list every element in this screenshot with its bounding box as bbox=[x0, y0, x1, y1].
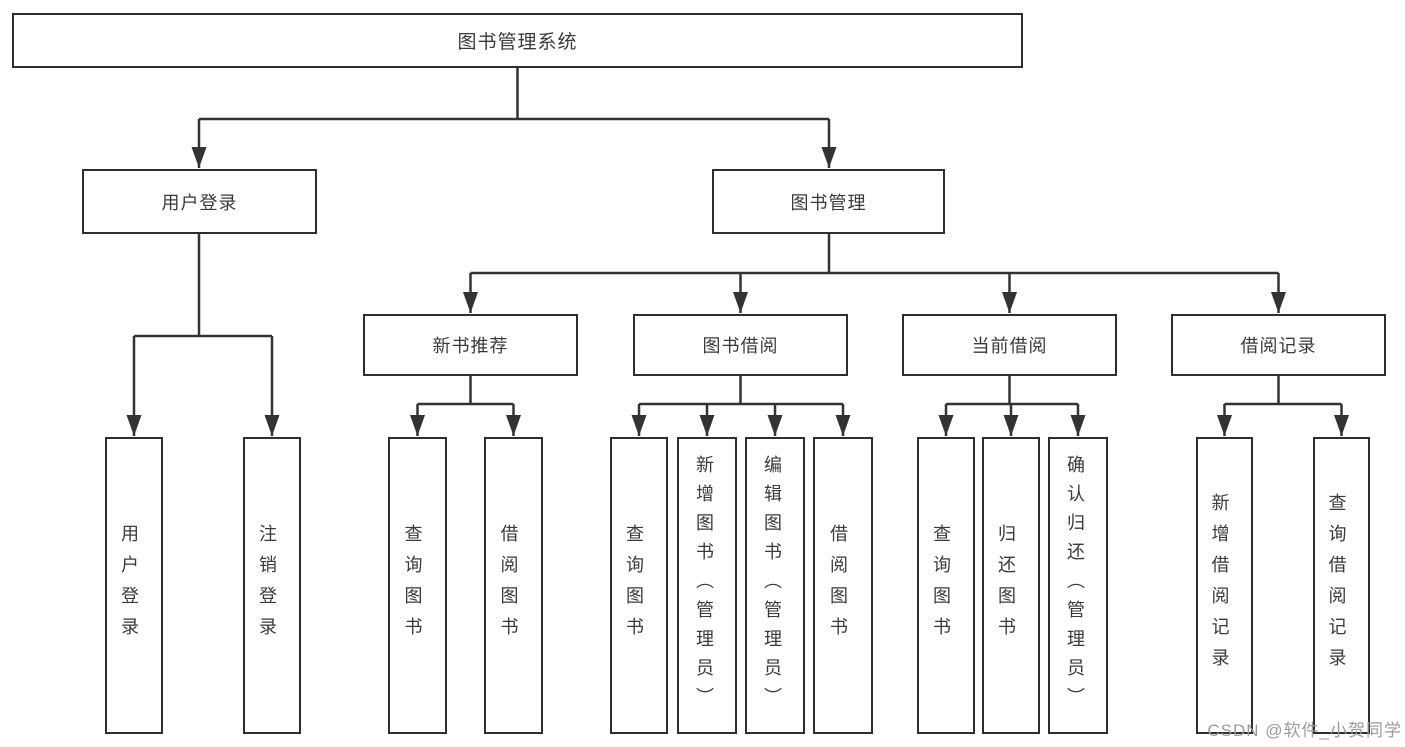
node-borrow-borrow-books: 借阅图书 bbox=[813, 437, 873, 734]
node-book-borrowing: 图书借阅 bbox=[633, 314, 848, 376]
node-login-logout: 注销登录 bbox=[243, 437, 301, 734]
node-label: 用户登录 bbox=[119, 523, 139, 648]
node-recommend-query-books: 查询图书 bbox=[388, 437, 447, 734]
node-current-borrowing: 当前借阅 bbox=[902, 314, 1117, 376]
node-book-management: 图书管理 bbox=[712, 169, 945, 234]
node-current-return-books: 归还图书 bbox=[982, 437, 1040, 734]
node-label: 新增借阅记录 bbox=[1209, 492, 1230, 679]
node-label: 借阅图书 bbox=[828, 523, 848, 648]
node-current-confirm-return-admin: 确认归还（管理员） bbox=[1048, 437, 1108, 734]
node-label: 编辑图书（管理员） bbox=[762, 455, 782, 716]
node-login-user-login: 用户登录 bbox=[105, 437, 163, 734]
node-label: 查询借阅记录 bbox=[1326, 492, 1347, 679]
node-label: 归还图书 bbox=[996, 523, 1016, 648]
node-label: 查询图书 bbox=[402, 523, 423, 648]
node-borrow-query-books: 查询图书 bbox=[610, 437, 668, 734]
node-label: 注销登录 bbox=[257, 523, 277, 648]
node-label: 查询图书 bbox=[624, 523, 644, 648]
node-recommend-borrow-books: 借阅图书 bbox=[484, 437, 543, 734]
node-system-root: 图书管理系统 bbox=[12, 13, 1023, 68]
node-label: 确认归还（管理员） bbox=[1065, 455, 1085, 716]
node-borrow-edit-books-admin: 编辑图书（管理员） bbox=[745, 437, 805, 734]
node-borrow-add-books-admin: 新增图书（管理员） bbox=[677, 437, 737, 734]
node-user-login: 用户登录 bbox=[82, 169, 317, 234]
node-borrowing-records: 借阅记录 bbox=[1171, 314, 1386, 376]
node-new-book-recommendation: 新书推荐 bbox=[363, 314, 578, 376]
watermark: CSDN @软件_小贺同学 bbox=[1207, 721, 1402, 740]
node-label: 借阅图书 bbox=[498, 523, 519, 648]
node-label: 新增图书（管理员） bbox=[694, 455, 714, 716]
node-current-query-books: 查询图书 bbox=[917, 437, 975, 734]
node-records-query-record: 查询借阅记录 bbox=[1313, 437, 1370, 734]
node-records-add-record: 新增借阅记录 bbox=[1196, 437, 1253, 734]
node-label: 查询图书 bbox=[931, 523, 951, 648]
